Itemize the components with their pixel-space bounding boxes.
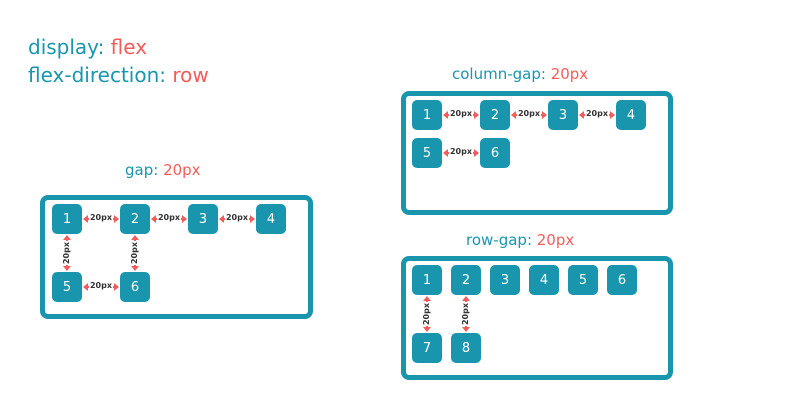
gap-arrow-horizontal: 20px (151, 212, 187, 224)
column-gap-item-6: 6 (480, 138, 510, 168)
column-gap-arrow: 20px (579, 108, 615, 120)
row-gap-item-3: 3 (490, 265, 520, 295)
gap-arrow-horizontal: 20px (83, 212, 119, 224)
gap-item-6: 6 (120, 272, 150, 302)
gap-item-1: 1 (52, 204, 82, 234)
row-gap-item-5: 5 (568, 265, 598, 295)
column-gap-item-3: 3 (548, 100, 578, 130)
row-gap-item-8: 8 (451, 333, 481, 363)
row-gap-item-2: 2 (451, 265, 481, 295)
row-gap-arrow: 20px (461, 296, 471, 332)
column-gap-item-1: 1 (412, 100, 442, 130)
column-gap-arrow: 20px (443, 108, 479, 120)
gap-item-2: 2 (120, 204, 150, 234)
row-gap-title: row-gap: 20px (466, 231, 575, 249)
gap-arrow-horizontal: 20px (83, 280, 119, 292)
row-gap-item-4: 4 (529, 265, 559, 295)
gap-title: gap: 20px (125, 161, 201, 179)
column-gap-item-5: 5 (412, 138, 442, 168)
gap-arrow-vertical: 20px (130, 235, 140, 271)
row-gap-item-1: 1 (412, 265, 442, 295)
heading-display: display: flex (28, 35, 148, 59)
column-gap-title: column-gap: 20px (452, 65, 589, 83)
heading-flex-direction: flex-direction: row (28, 63, 209, 87)
column-gap-arrow: 20px (511, 108, 547, 120)
column-gap-item-2: 2 (480, 100, 510, 130)
gap-arrow-vertical: 20px (62, 235, 72, 271)
column-gap-arrow: 20px (443, 146, 479, 158)
row-gap-item-7: 7 (412, 333, 442, 363)
row-gap-arrow: 20px (422, 296, 432, 332)
column-gap-item-4: 4 (616, 100, 646, 130)
row-gap-item-6: 6 (607, 265, 637, 295)
gap-item-3: 3 (188, 204, 218, 234)
gap-item-5: 5 (52, 272, 82, 302)
gap-arrow-horizontal: 20px (219, 212, 255, 224)
gap-item-4: 4 (256, 204, 286, 234)
